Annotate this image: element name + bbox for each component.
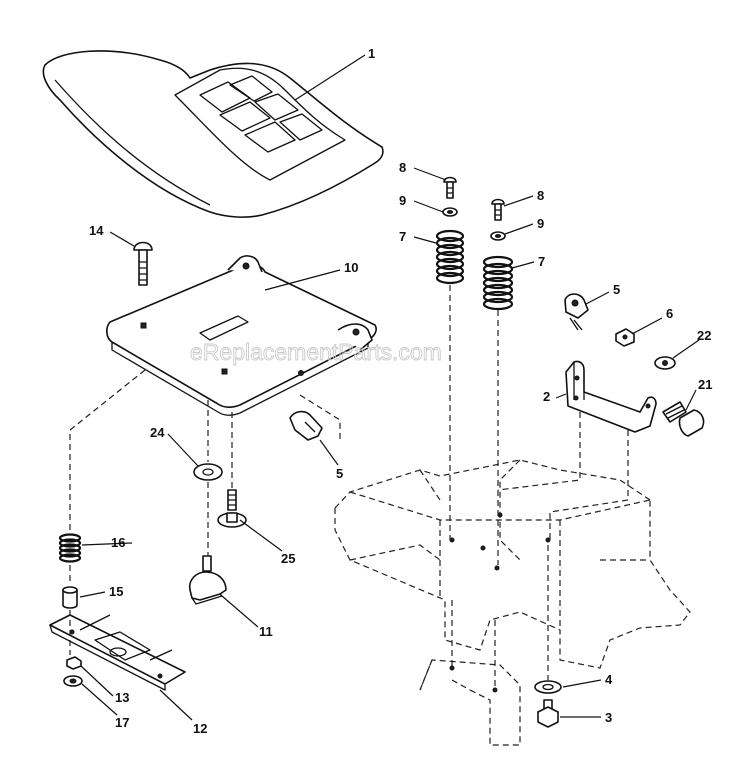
seat-spring-left — [435, 229, 465, 285]
callouts: 1 10 14 8 9 7 8 9 7 5 6 22 2 21 5 24 25 … — [89, 46, 712, 736]
bolt-left — [443, 176, 457, 199]
callout-6: 6 — [666, 306, 673, 321]
flange-nut — [654, 356, 676, 370]
frame-bolt — [537, 699, 559, 728]
spacer — [62, 586, 78, 609]
adjusting-knob — [188, 555, 227, 605]
spring-small — [58, 533, 82, 563]
lock-washer-left — [442, 207, 458, 217]
frame-washer — [534, 680, 562, 694]
callout-21: 21 — [698, 377, 712, 392]
carriage-bolt — [133, 241, 153, 286]
adjuster-bracket — [565, 360, 657, 433]
bracket-plate — [49, 614, 186, 691]
alignment-lines — [69, 285, 629, 690]
callout-1: 1 — [368, 46, 375, 61]
washer — [193, 463, 223, 481]
callout-9-left: 9 — [399, 193, 406, 208]
leader-lines — [79, 54, 700, 721]
nut-small — [66, 656, 82, 670]
callout-2: 2 — [543, 389, 550, 404]
lock-washer-right — [490, 231, 506, 241]
washer-small — [63, 675, 83, 687]
callout-7-left: 7 — [399, 229, 406, 244]
shoulder-bolt — [662, 401, 705, 437]
callout-17: 17 — [115, 715, 129, 730]
callout-24: 24 — [150, 425, 165, 440]
callout-25: 25 — [281, 551, 295, 566]
callout-3: 3 — [605, 710, 612, 725]
callout-7-right: 7 — [538, 254, 545, 269]
callout-16: 16 — [111, 535, 125, 550]
tractor-frame — [334, 459, 691, 746]
flange-bolt — [217, 489, 247, 528]
seat — [42, 50, 384, 218]
seat-spring-right — [482, 255, 514, 311]
callout-5-right: 5 — [613, 282, 620, 297]
callout-4: 4 — [605, 672, 613, 687]
watermark: eReplacementParts.com — [190, 339, 442, 365]
bolt-right — [491, 198, 505, 221]
seat-pan — [106, 255, 377, 416]
callout-13: 13 — [115, 690, 129, 705]
callout-8-left: 8 — [399, 160, 406, 175]
hex-nut — [615, 328, 635, 347]
callout-9-right: 9 — [537, 216, 544, 231]
callout-10: 10 — [344, 260, 358, 275]
callout-22: 22 — [697, 328, 711, 343]
callout-11: 11 — [259, 624, 273, 639]
callout-14: 14 — [89, 223, 104, 238]
knob-clip-left — [289, 394, 341, 441]
callout-15: 15 — [109, 584, 123, 599]
callout-5-left: 5 — [336, 466, 343, 481]
callout-8-right: 8 — [537, 188, 544, 203]
callout-12: 12 — [193, 721, 207, 736]
knob-right — [564, 293, 589, 331]
